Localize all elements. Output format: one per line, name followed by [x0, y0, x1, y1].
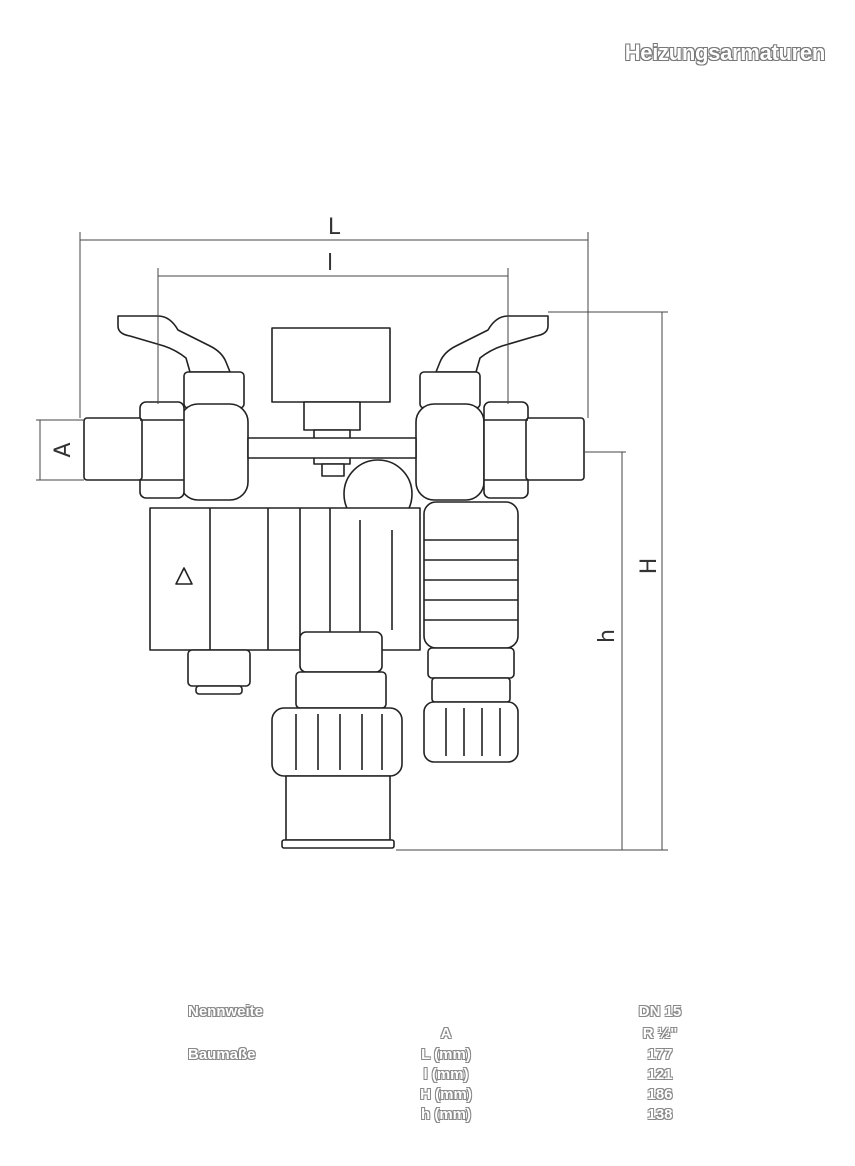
right-valve-stem: [419, 371, 481, 409]
left-pipe: [83, 417, 143, 481]
nennweite-value: DN 15: [638, 1003, 682, 1020]
baumasse-label: Baumaße: [188, 1046, 256, 1063]
dim-label-L: L: [328, 215, 341, 240]
page-title: Heizungsarmaturen: [624, 40, 826, 65]
main-body: [149, 507, 421, 651]
dim-label-l: l: [327, 251, 333, 276]
dim-label-H: H: [637, 558, 662, 575]
right-knob: [423, 701, 519, 763]
spec-row-name: A: [440, 1025, 452, 1042]
left-nut: [139, 401, 185, 499]
spec-row-value: R ½": [642, 1025, 678, 1042]
spec-row-name: h (mm): [421, 1106, 471, 1123]
spec-row-value: 177: [647, 1046, 673, 1063]
drain-plug: [187, 649, 251, 687]
nennweite-label: Nennweite: [188, 1003, 264, 1020]
dim-label-h: h: [595, 629, 620, 643]
spec-row-name: l (mm): [423, 1066, 469, 1083]
right-cylinder: [423, 501, 519, 649]
actuator-head: [271, 327, 391, 403]
actuator-neck: [303, 401, 361, 431]
crossbar: [247, 437, 417, 459]
right-pipe: [525, 417, 585, 481]
right-valve-body: [415, 403, 485, 501]
flow-arrow-icon: [175, 567, 193, 585]
spec-row-value: 186: [647, 1086, 673, 1103]
spec-row-name: H (mm): [420, 1086, 472, 1103]
spec-row-value: 121: [647, 1066, 673, 1083]
left-handle: [117, 315, 231, 373]
right-handle: [435, 315, 549, 373]
spec-row-value: 138: [647, 1106, 673, 1123]
spec-row-name: L (mm): [421, 1046, 471, 1063]
left-valve-stem: [183, 371, 245, 409]
dim-label-A: A: [51, 442, 76, 457]
right-nut: [483, 401, 529, 499]
left-valve-body: [179, 403, 249, 501]
